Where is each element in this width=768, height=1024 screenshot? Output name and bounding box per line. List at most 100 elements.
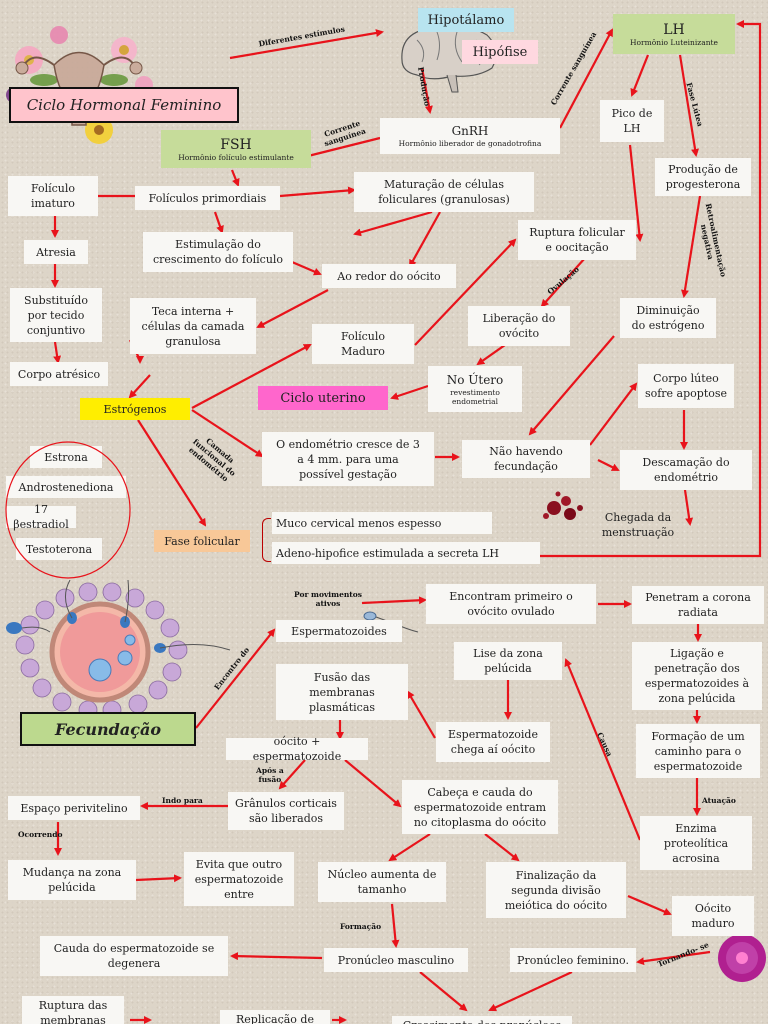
node-endometrio-cresce: O endométrio cresce de 3 a 4 mm. para um… [262,432,434,486]
node-diminuicao-estrogeno: Diminuição do estrógeno [620,298,716,338]
node-pico-lh: Pico de LH [600,100,664,142]
node-enzima: Enzima proteolítica acrosina [640,816,752,870]
mature-oocyte-icon [718,934,766,982]
node-ruptura-membranas: Ruptura das membranas [22,996,124,1024]
label-por-movimentos: Por movimentos ativos [294,590,362,608]
node-corpo-luteo: Corpo lúteo sofre apoptose [638,364,734,408]
node-penetram: Penetram a corona radiata [632,586,764,624]
node-foliculos-primordiais: Folículos primordiais [135,186,280,210]
fertilization-cell-illustration [6,580,231,720]
node-fusao: Fusão das membranas plasmáticas [276,664,408,720]
estrogen-types-circle [5,441,131,579]
arrow [291,260,322,276]
node-replicacao: Replicação de [220,1010,330,1024]
node-foliculo-imaturo: Folículo imaturo [8,176,98,216]
arrow [409,211,441,268]
gnrh-label: GnRH [451,124,489,138]
label-corrente-sanguinea-1: Corrente sanguínea [548,30,599,107]
lh-subtitle: Hormônio Luteinizante [630,37,718,47]
no-utero-label: No Útero [446,372,504,387]
title-fecundacao: Fecundação [20,712,196,746]
node-finalizacao: Finalização da segunda divisão meiótica … [486,862,626,918]
node-gnrh: GnRH Hormônio liberador de gonadotrofina [380,118,560,154]
arrow [488,971,573,1012]
node-liberacao-ovocito: Liberação do ovócito [468,306,570,346]
arrow [630,54,650,97]
label-causa: Causa [595,731,615,758]
label-tornando-se: Tornando- se [656,940,711,969]
arrow [53,341,62,364]
arrow [128,374,151,399]
label-retroalimentacao: Retroalimentação negativa [698,202,729,278]
node-foliculo-maduro: Folículo Maduro [312,324,414,364]
node-mudanca: Mudança na zona pelúcida [8,860,136,900]
label-formacao: Formação [340,922,382,931]
arrow [390,384,429,400]
arrow [344,759,402,808]
node-maturacao: Maturação de células foliculares (granul… [354,172,534,212]
title-ciclo-hormonal: Ciclo Hormonal Feminino [9,87,239,123]
arrow [230,169,240,187]
node-ao-redor: Ao redor do oócito [322,264,456,288]
node-ligacao: Ligação e penetração dos espermatozoides… [632,642,762,710]
node-estrona: Estrona [30,446,102,468]
node-oocito-esperm: oócito + espermatozoide [226,735,368,763]
arrow [528,335,615,436]
label-indo-para: Indo para [162,796,203,805]
arrow [406,690,436,739]
node-espermatozoides: Espermatozoides [276,620,402,642]
node-oocito-maduro: Oócito maduro [672,896,754,936]
node-granulos: Grânulos corticais são liberados [228,792,344,830]
node-chegada-menstruacao: Chegada da menstruação [601,511,675,539]
node-ruptura-folicular: Ruptura folicular e oocitação [518,220,636,260]
arrow [213,211,224,234]
node-descamacao: Descamação do endométrio [620,450,752,490]
node-producao-progesterona: Produção de progesterona [655,158,751,196]
arrow [279,186,356,198]
node-lise: Lise da zona pelúcida [454,642,562,680]
fase-folicular-brace [262,518,271,562]
node-estimulacao: Estimulação do crescimento do folículo [143,232,293,272]
node-ciclo-uterino: Ciclo uterino [258,386,388,410]
node-lh: LH Hormônio Luteinizante [613,14,735,54]
fsh-label: FSH [220,136,252,153]
node-pronucleo-fem: Pronúcleo feminino. [510,948,636,972]
label-atuacao: Atuação [702,796,736,805]
node-cauda-degenera: Cauda do espermatozoide se degenera [40,936,228,976]
arrow [230,952,323,961]
label-diferentes-estimulos: Diferentes estímulos [257,24,346,49]
arrow [361,596,427,605]
arrow [353,210,433,237]
node-testoterona: Testoterona [16,538,102,560]
node-adeno-hipofice: Adeno-hipofice estimulada a secreta LH [272,542,540,564]
arrow [484,833,520,862]
node-androstenediona: Androstenediona [6,476,126,498]
label-ovulacao: Ovulação [545,264,581,297]
no-utero-subtitle: revestimento endometrial [450,387,500,406]
arrow [419,971,468,1012]
label-apos-fusao: Após a fusão [256,766,284,784]
node-estradiol: 17 βestradiol [6,503,76,531]
flower-uterus-illustration [6,26,153,144]
node-encontram: Encontram primeiro o ovócito ovulado [426,584,596,624]
node-bottom-partial: Crescimento dos pronúcleos [392,1016,572,1024]
node-formacao-caminho: Formação de um caminho para o espermatoz… [636,724,760,778]
arrow [627,894,672,916]
label-corrente-sanguinea-2: Corrente sanguínea [323,118,367,149]
node-corpo-atresico: Corpo atrésico [10,362,108,386]
node-hipofise: Hipófise [462,40,538,64]
lh-label: LH [663,21,685,38]
arrow [256,289,329,328]
node-cabeca-cauda: Cabeça e cauda do espermatozoide entram … [402,780,558,834]
brain-illustration [401,24,497,93]
node-espaco-perivitelino: Espaço perivitelino [8,796,140,820]
arrow [137,419,207,527]
node-pronucleo-masc: Pronúcleo masculino [324,948,468,972]
node-atresia: Atresia [24,240,88,264]
gnrh-subtitle: Hormônio liberador de gonadotrofina [398,139,542,148]
arrow [135,874,182,883]
label-camada-funcional: Camada funcional do endométrio [187,436,238,484]
node-nucleo: Núcleo aumenta de tamanho [318,862,446,902]
blood-drops-icon [543,491,583,520]
arrow [390,903,400,948]
